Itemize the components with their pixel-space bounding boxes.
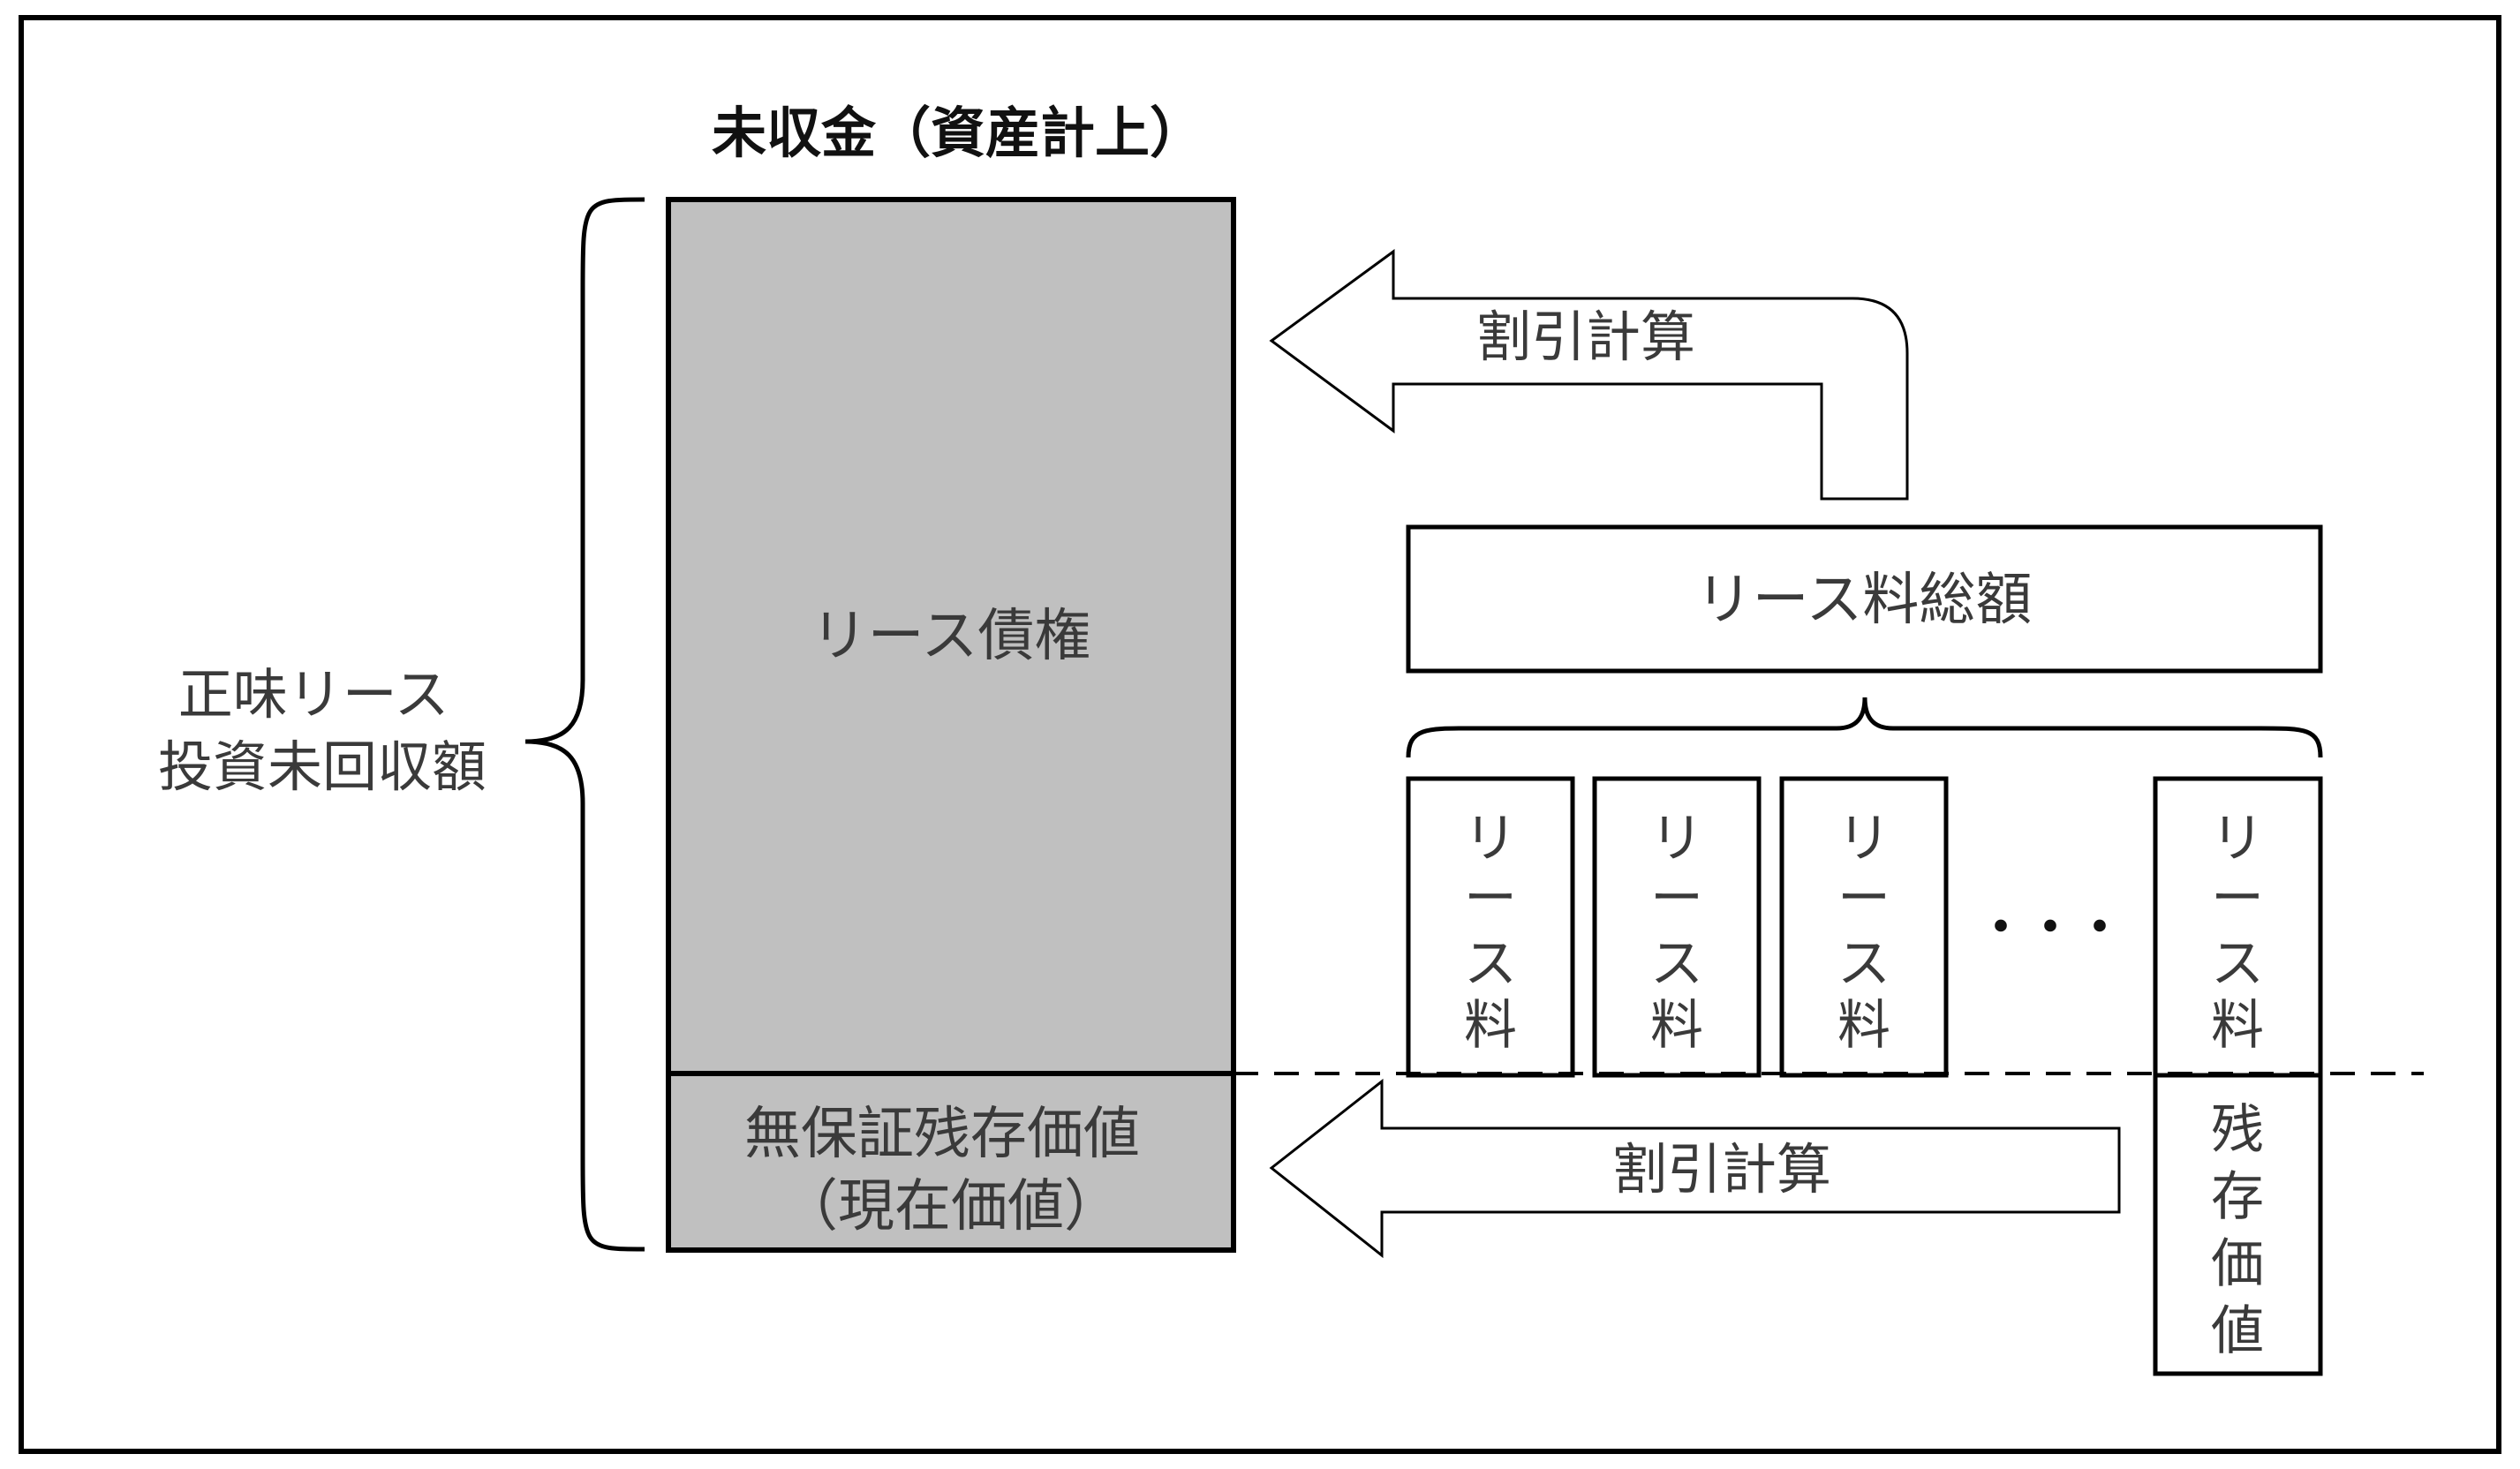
lease-receivable-label: リース債権 <box>811 604 1091 669</box>
unguaranteed-residual-line-2: （現在価値） <box>781 1174 1120 1239</box>
lease-payment-box-2 <box>1592 776 1762 1078</box>
total-lease-payments-label: リース料総額 <box>1696 568 2033 633</box>
discount-bottom-arrow <box>1269 1078 2121 1259</box>
lease-payment-3-char-1: リ <box>1837 808 1890 870</box>
residual-value-box <box>2153 1073 2323 1376</box>
residual-value-char-2: 存 <box>2211 1166 2264 1228</box>
discount-bottom-label: 割引計算 <box>1612 1137 1831 1202</box>
lease-payment-2-char-1: リ <box>1650 808 1703 870</box>
lease-payment-text-4: リ ー ス 料 <box>2211 808 2264 1057</box>
lease-payment-3-char-2: ー <box>1837 868 1890 930</box>
residual-value-char-1: 残 <box>2211 1099 2264 1161</box>
lease-payment-2-char-4: 料 <box>1650 995 1703 1057</box>
net-investment-line-2: 投資未回収額 <box>158 734 487 799</box>
lease-payment-text-2: リ ー ス 料 <box>1650 808 1703 1057</box>
residual-value-char-4: 値 <box>2211 1300 2264 1362</box>
ellipsis: ・・・ <box>1976 900 2124 957</box>
lease-payment-box-3 <box>1779 776 1949 1078</box>
lease-receivable-box <box>666 197 1236 1076</box>
lease-payment-3-char-4: 料 <box>1837 995 1890 1057</box>
lease-payment-4-char-1: リ <box>2211 808 2264 870</box>
unguaranteed-residual-label: 無保証残存価値 （現在価値） <box>744 1102 1158 1239</box>
lease-payment-1-char-3: ス <box>1464 933 1517 995</box>
unguaranteed-residual-box <box>666 1071 1236 1253</box>
payments-brace <box>1406 697 2323 758</box>
lease-payment-text-1: リ ー ス 料 <box>1464 808 1517 1057</box>
discount-top-label: 割引計算 <box>1476 305 1695 369</box>
net-investment-label: 正味リース 投資未回収額 <box>158 662 487 799</box>
lease-payment-1-char-1: リ <box>1464 808 1517 870</box>
lease-payment-4-char-4: 料 <box>2211 995 2264 1057</box>
lease-payment-3-char-3: ス <box>1837 933 1890 995</box>
outer-frame <box>19 15 2501 1454</box>
lease-payment-text-3: リ ー ス 料 <box>1837 808 1890 1057</box>
lease-payment-4-char-3: ス <box>2211 933 2264 995</box>
lease-payment-box-4 <box>2153 776 2323 1078</box>
lease-payment-2-char-2: ー <box>1650 868 1703 930</box>
lease-payment-1-char-4: 料 <box>1464 995 1517 1057</box>
lease-payment-4-char-2: ー <box>2211 868 2264 930</box>
residual-value-char-3: 価 <box>2211 1233 2264 1295</box>
discount-top-arrow <box>1269 249 1909 501</box>
net-investment-line-1: 正味リース <box>178 662 449 727</box>
lease-payment-2-char-3: ス <box>1650 933 1703 995</box>
lease-payment-1-char-2: ー <box>1464 868 1517 930</box>
residual-value-text: 残 存 価 値 <box>2211 1099 2264 1362</box>
unguaranteed-residual-line-1: 無保証残存価値 <box>744 1102 1140 1167</box>
asset-title: 未収金（資産計上） <box>712 101 1204 165</box>
total-lease-payments-box <box>1406 524 2323 674</box>
net-investment-brace <box>524 197 645 1252</box>
